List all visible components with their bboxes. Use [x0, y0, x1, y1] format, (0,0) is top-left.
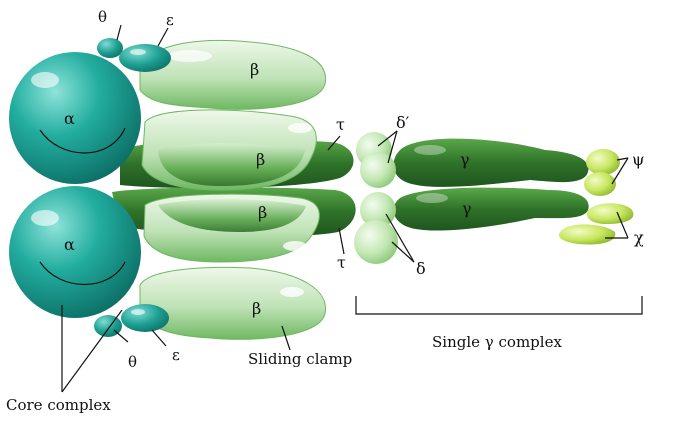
- delta-subunit: [354, 192, 398, 264]
- label-psi: ψ: [632, 150, 645, 169]
- label-beta-3: β: [258, 203, 267, 222]
- label-delta: δ: [416, 259, 426, 278]
- leader-lines: [61, 24, 629, 393]
- label-single-gamma-complex: Single γ complex: [432, 333, 562, 351]
- alpha-subunit-top: [9, 52, 141, 184]
- delta-prime-subunit: [356, 132, 396, 188]
- gamma-subunit-top: [393, 138, 589, 187]
- gamma-subunit-bottom: [393, 187, 589, 231]
- beta-clamp-top-inner: [141, 109, 317, 191]
- alpha-subunit-bottom: [9, 186, 141, 318]
- label-epsilon-top: ε: [166, 11, 174, 29]
- epsilon-subunit-bottom: [121, 304, 169, 332]
- beta-clamp-bottom-inner: [143, 193, 320, 263]
- label-beta-2: β: [256, 150, 265, 169]
- label-gamma-bottom: γ: [462, 199, 472, 218]
- label-theta-bottom: θ: [128, 353, 137, 371]
- label-beta-1: β: [250, 60, 259, 79]
- label-tau-top: τ: [336, 115, 345, 134]
- gamma-complex-bracket: [355, 296, 643, 315]
- label-gamma-top: γ: [460, 150, 470, 169]
- theta-subunit-top: [97, 38, 123, 58]
- label-core-complex: Core complex: [6, 396, 111, 414]
- label-chi: χ: [634, 228, 644, 247]
- label-tau-bottom: τ: [337, 253, 346, 272]
- beta-clamp-bottom-outer: [139, 266, 327, 340]
- psi-subunit: [584, 149, 620, 196]
- label-theta-top: θ: [98, 8, 107, 26]
- label-delta-prime: δ′: [396, 113, 410, 132]
- chi-subunit: [558, 203, 634, 245]
- label-sliding-clamp: Sliding clamp: [248, 350, 352, 368]
- beta-clamp-top-outer: [139, 39, 327, 110]
- label-beta-4: β: [252, 299, 261, 318]
- label-alpha-top: α: [64, 109, 75, 128]
- label-epsilon-bottom: ε: [172, 346, 180, 364]
- label-alpha-bottom: α: [64, 235, 75, 254]
- epsilon-subunit-top: [119, 44, 171, 72]
